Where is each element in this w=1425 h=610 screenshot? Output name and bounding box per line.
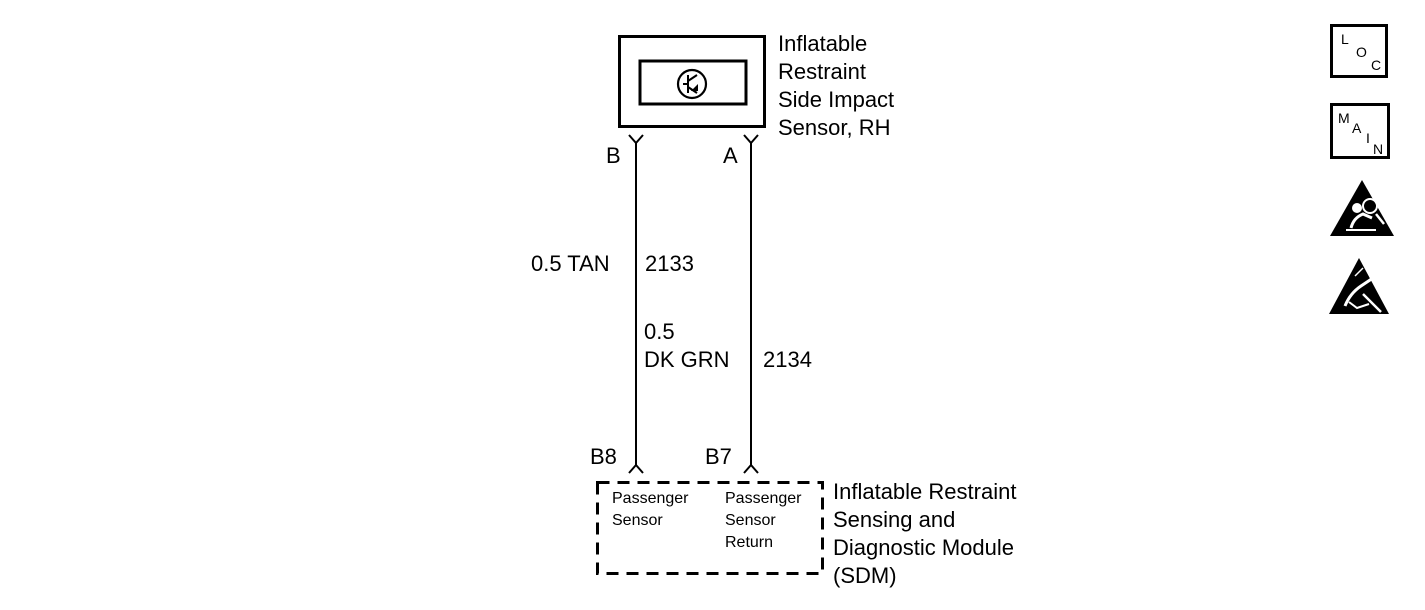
sensor-title-line-1: Inflatable <box>778 31 868 56</box>
main-letter-m: M <box>1338 110 1350 126</box>
wire-2134-color: DK GRN <box>644 347 730 372</box>
loc-letter-c: C <box>1371 57 1382 73</box>
sdm-dashed-box <box>596 481 824 575</box>
sdm-pin2-line-3: Return <box>725 534 774 551</box>
main-letter-a: A <box>1352 120 1362 136</box>
wire-2134-gauge: 0.5 <box>644 319 675 344</box>
sdm-pin-b8: B8 <box>590 444 617 469</box>
sensor-title-line-4: Sensor, RH <box>778 115 891 140</box>
wire-2134-circuit: 2134 <box>763 347 812 372</box>
loc-letter-l: L <box>1341 31 1349 47</box>
sdm-pin2-line-2: Sensor <box>725 512 776 529</box>
esd-warning-icon[interactable] <box>1327 256 1391 316</box>
wire-2133-circuit: 2133 <box>645 251 694 276</box>
sdm-title-line-2: Sensing and <box>833 507 956 532</box>
wire-2134 <box>743 134 759 474</box>
sensor-title-line-2: Restraint <box>778 59 867 84</box>
main-letter-n: N <box>1373 141 1384 157</box>
sdm-pin2-line-1: Passenger <box>725 490 802 507</box>
sdm-title-line-1: Inflatable Restraint <box>833 479 1017 504</box>
loc-letter-o: O <box>1356 44 1367 60</box>
sensor-inner-box <box>638 59 748 106</box>
sensor-pin-a: A <box>723 143 738 168</box>
sensor-pin-b: B <box>606 143 621 168</box>
sdm-pin-b7: B7 <box>705 444 732 469</box>
sensor-symbol-icon <box>676 68 708 100</box>
sdm-pin1-line-2: Sensor <box>612 512 663 529</box>
sensor-outer-box <box>618 35 766 128</box>
wire-2133 <box>628 134 644 474</box>
sdm-title-line-4: (SDM) <box>833 563 897 588</box>
sdm-pin1-line-1: Passenger <box>612 490 689 507</box>
sensor-title-line-3: Side Impact <box>778 87 895 112</box>
main-letter-i: I <box>1366 130 1370 146</box>
airbag-warning-icon[interactable] <box>1328 178 1396 238</box>
loc-icon[interactable]: L O C <box>1330 24 1388 78</box>
main-icon[interactable]: M A I N <box>1330 103 1390 159</box>
wire-2133-gauge-color: 0.5 TAN <box>531 251 610 276</box>
sdm-title-line-3: Diagnostic Module <box>833 535 1014 560</box>
